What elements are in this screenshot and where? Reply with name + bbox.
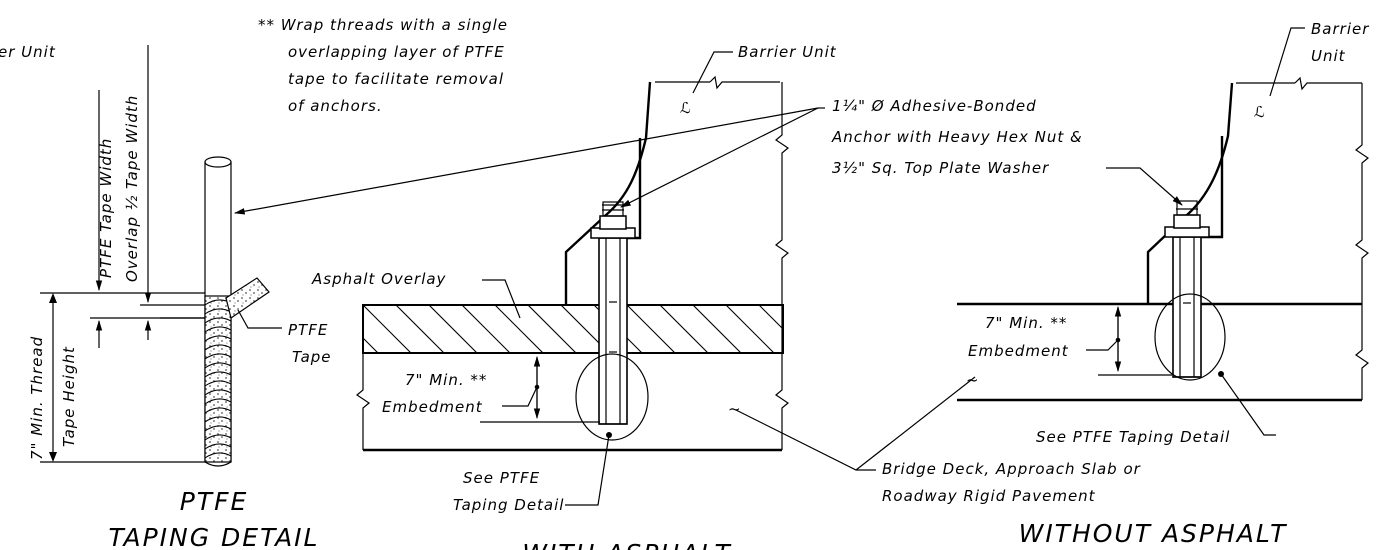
deck-callout-line-2: Roadway Rigid Pavement [882,487,1096,505]
deck-callout-line-1: Bridge Deck, Approach Slab or [882,460,1141,478]
anchor-callout-line-1: 1¼" Ø Adhesive-Bonded [832,97,1037,115]
see-ptfe-label-3: See PTFE Taping Detail [1036,428,1230,446]
asphalt-overlay-label: Asphalt Overlay [311,270,447,288]
ptfe-tape-label-2: Tape [292,348,332,366]
embedment-label-3: 7" Min. ** [985,314,1067,332]
with-asphalt-section: ℒ Barrier Unit ~ [311,43,837,550]
ptfe-taping-detail: er Unit PTFE Tape [0,43,332,550]
barrier-unit-label: Barrier Unit [738,43,837,61]
embedment-label-4: Embedment [968,342,1069,360]
embedment-label-1: 7" Min. ** [405,371,487,389]
embedment-detail-circle [575,353,649,441]
note-line-2: overlapping layer of PTFE [288,43,505,61]
without-asphalt-title: WITHOUT ASPHALT [1019,519,1288,548]
note-line-4: of anchors. [288,97,383,115]
deck-callout: Bridge Deck, Approach Slab or Roadway Ri… [735,376,1141,505]
anchor-assembly-without-asphalt [1164,200,1210,378]
anchor-callout: 1¼" Ø Adhesive-Bonded Anchor with Heavy … [233,97,1183,215]
tape-width-label: PTFE Tape Width [97,138,115,278]
overlap-half-width-label: Overlap ½ Tape Width [123,95,141,282]
barrier-face-outline [564,81,652,305]
anchor-callout-line-3: 3½" Sq. Top Plate Washer [832,159,1049,177]
taping-detail-title-1: PTFE [180,487,249,516]
anchor-rod [204,156,270,467]
min-thread-label-1: 7" Min. Thread [28,336,46,460]
barrier-label-2: Unit [1311,47,1346,65]
centerline-symbol: ℒ [680,99,692,117]
anchor-callout-line-2: Anchor with Heavy Hex Nut & [831,128,1083,146]
svg-text:~: ~ [728,400,742,418]
anchor-assembly-with-asphalt [590,201,636,425]
ptfe-tape-label-1: PTFE [288,321,328,339]
without-asphalt-section: ℒ Barrier Unit ~ 7" Min. ** Embedment [957,20,1370,548]
see-ptfe-label-1: See PTFE [463,469,540,487]
embedment-detail-circle-2 [1154,293,1226,381]
ptfe-wrap-note: ** Wrap threads with a single overlappin… [258,16,508,115]
barrier-unit-partial-label: er Unit [0,43,56,61]
svg-text:ℒ: ℒ [1254,103,1266,121]
min-thread-label-2: Tape Height [60,346,78,447]
note-line-1: ** Wrap threads with a single [258,16,508,34]
see-ptfe-label-2: Taping Detail [453,496,564,514]
embedment-label-2: Embedment [382,398,483,416]
with-asphalt-title: WITH ASPHALT [522,539,732,550]
tape-wrap-lines [204,299,232,459]
note-line-3: tape to facilitate removal [288,70,504,88]
svg-text:~: ~ [966,371,980,389]
ptfe-tape-strip [225,277,270,319]
asphalt-overlay-layer [362,304,784,354]
taping-detail-title-2: TAPING DETAIL [109,523,320,550]
barrier-label-1: Barrier [1311,20,1369,38]
